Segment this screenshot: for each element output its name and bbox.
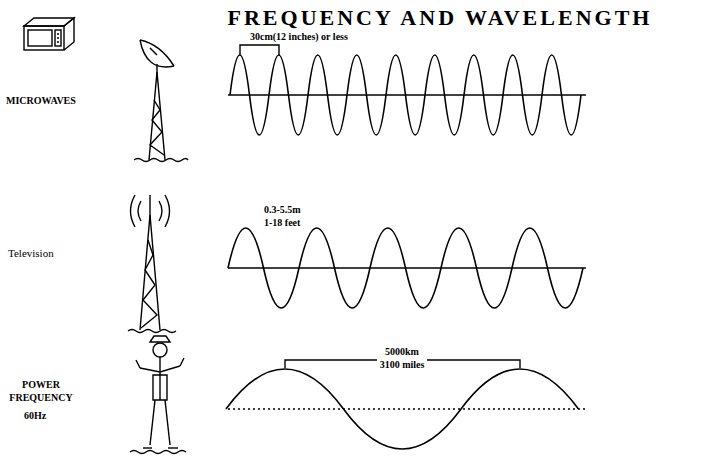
power-wave bbox=[226, 369, 579, 449]
band-name: MICROWAVES bbox=[6, 94, 76, 107]
dimension-label: 0.3-5.5m bbox=[264, 203, 301, 216]
wavelength-bracket bbox=[240, 45, 279, 55]
microwave-wave bbox=[230, 55, 581, 135]
title: FREQUENCY AND WAVELENGTH bbox=[200, 4, 680, 33]
person-figure bbox=[130, 336, 186, 454]
dish-antenna bbox=[134, 40, 188, 162]
axis-line bbox=[228, 267, 586, 268]
band-name: Television bbox=[8, 246, 54, 260]
tv-wave bbox=[228, 228, 583, 308]
axis-line bbox=[228, 94, 586, 95]
band-name: POWER FREQUENCY bbox=[4, 378, 78, 404]
dimension-label: 5000km bbox=[385, 345, 419, 358]
dimension-label: 30cm(12 inches) or less bbox=[250, 30, 348, 43]
tv-tower bbox=[128, 195, 176, 333]
dimension-label: 3100 miles bbox=[377, 358, 428, 371]
band-name: 60Hz bbox=[24, 409, 46, 422]
dimension-label: 1-18 feet bbox=[264, 216, 300, 229]
oven-icon bbox=[24, 18, 74, 50]
axis-line bbox=[228, 408, 586, 409]
